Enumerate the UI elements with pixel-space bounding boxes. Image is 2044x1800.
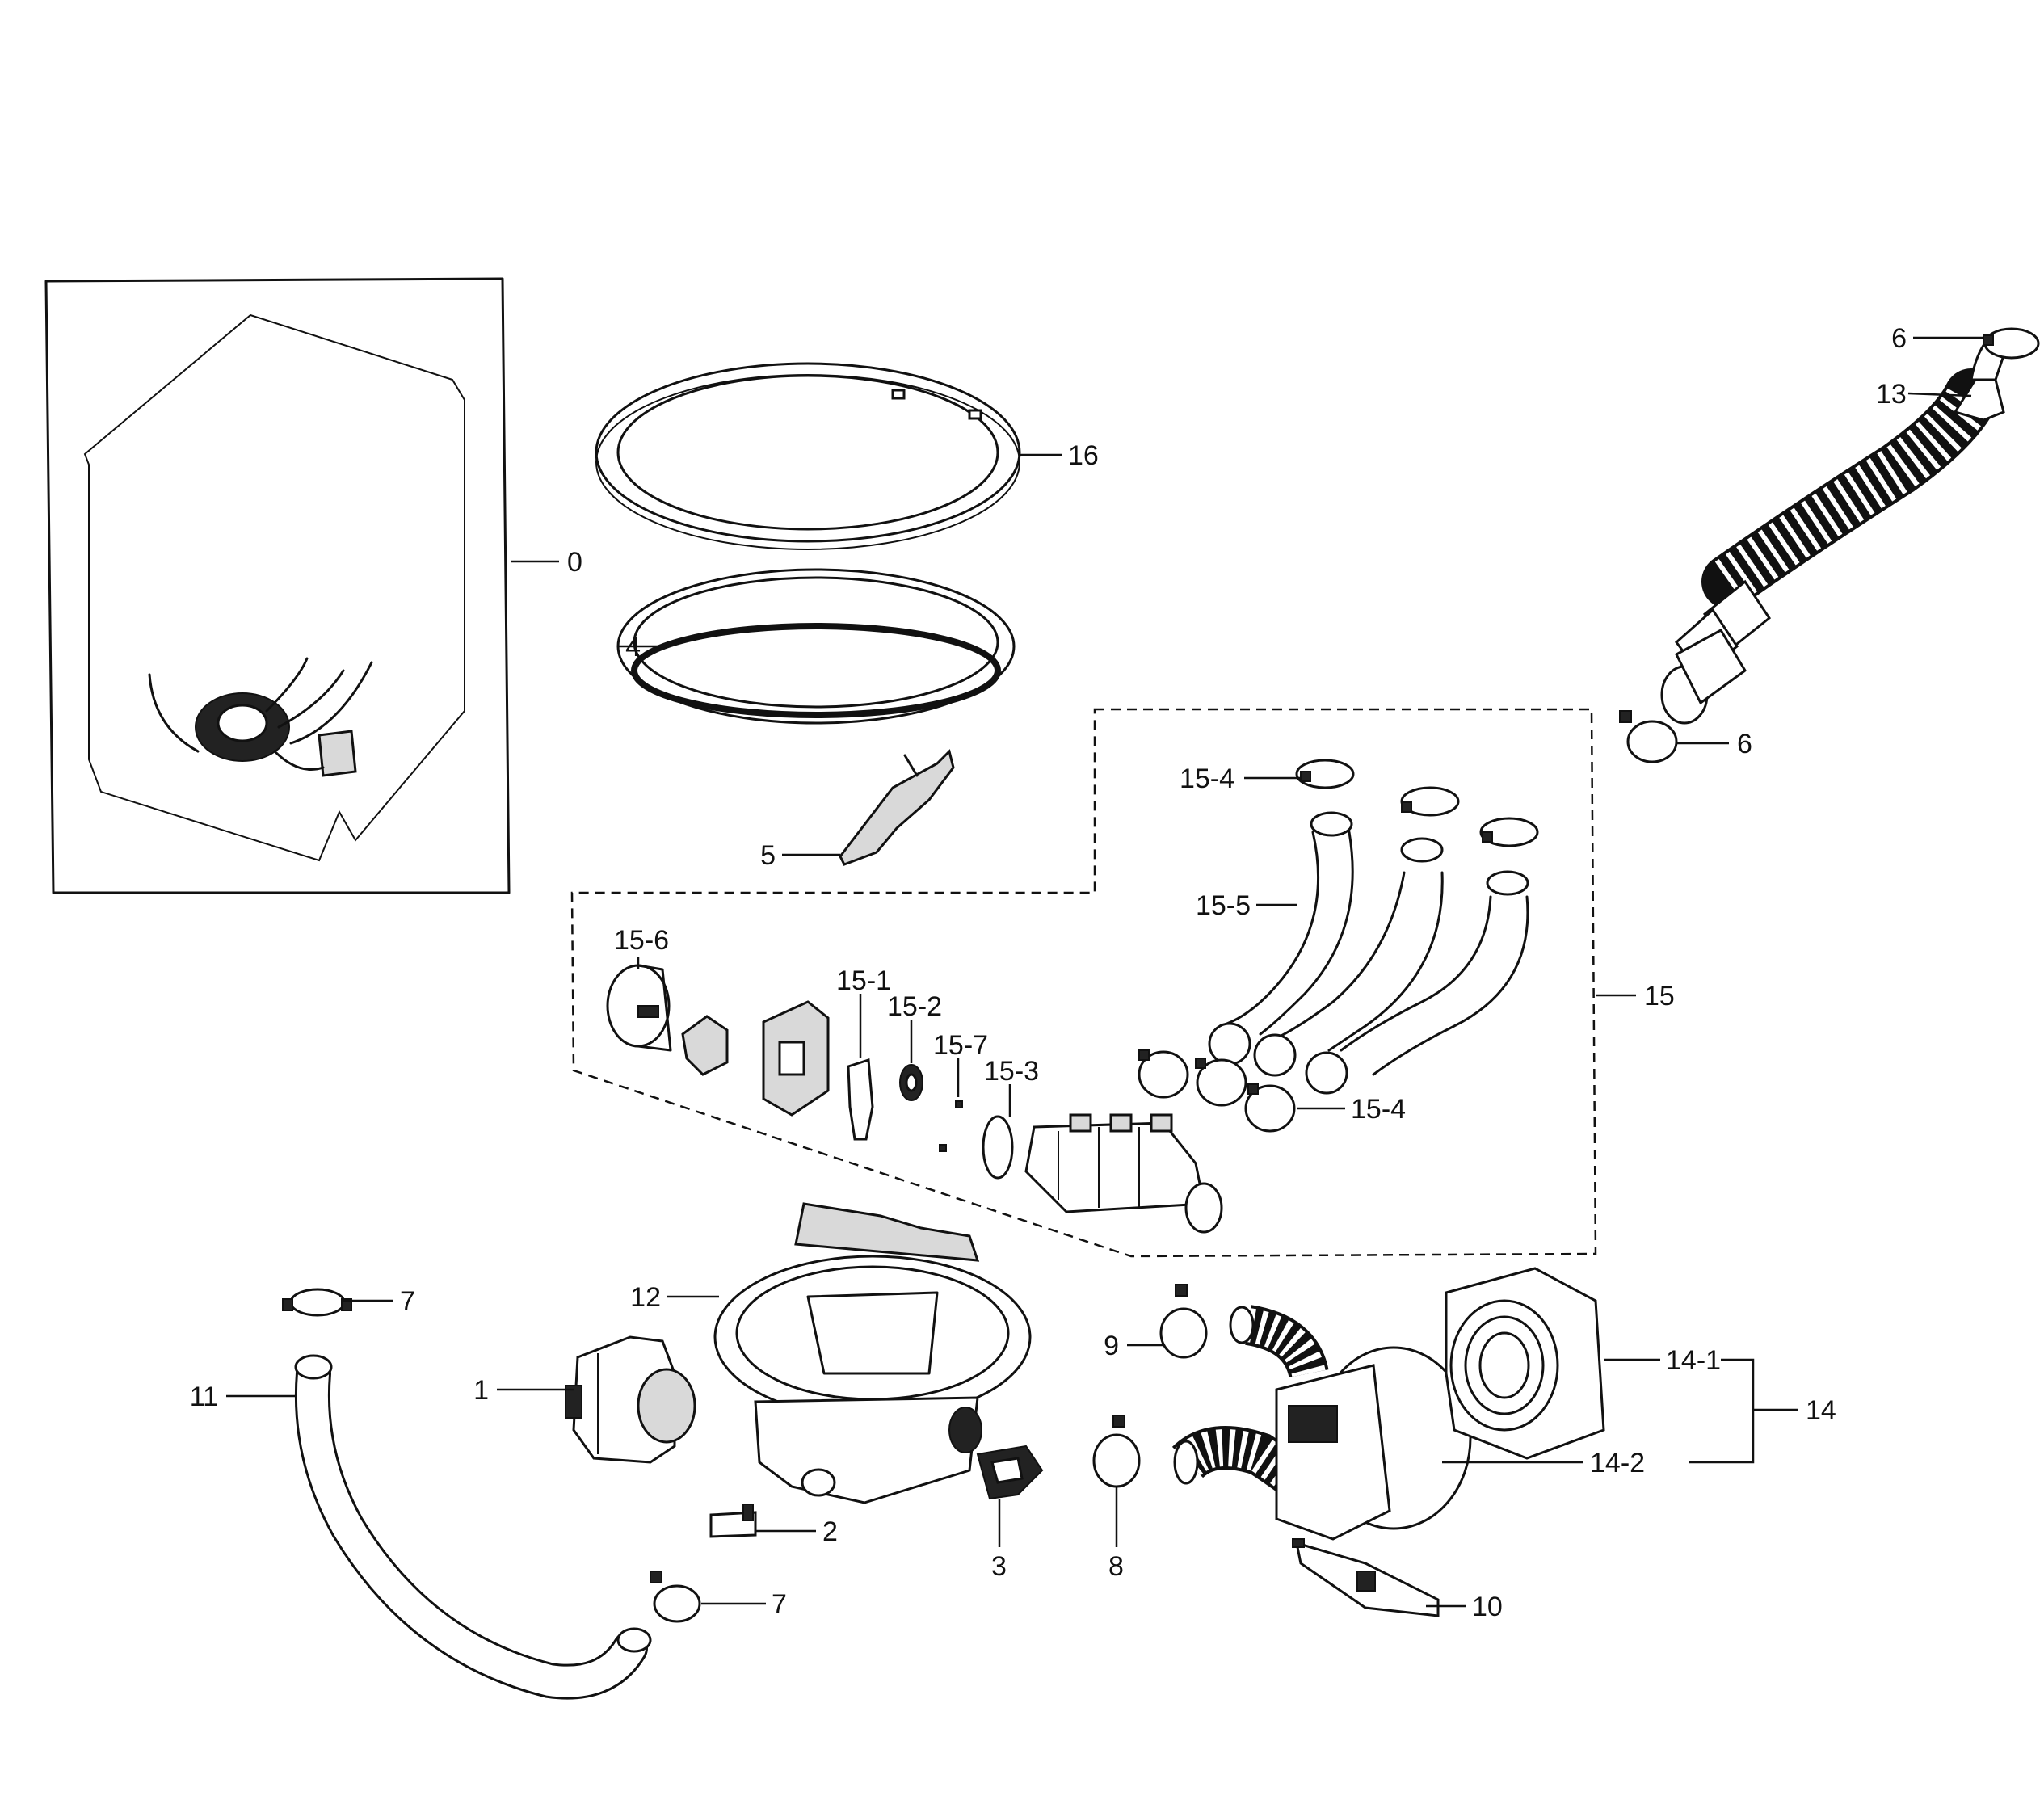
part-14-1-motor-housing [1445,1267,1605,1460]
part-12-sump [713,1202,1032,1504]
pump-assembly-icon [148,657,373,777]
part-15-6-cap [606,964,672,1052]
label-15-5: 15-5 [1196,890,1251,921]
leader-13 [1907,392,1972,397]
label-5: 5 [760,840,776,871]
part-15-diverter-components [681,1000,830,1117]
part-1-motor [565,1335,696,1464]
label-8: 8 [1108,1551,1124,1582]
label-0: 0 [567,547,582,578]
label-1: 1 [473,1375,489,1406]
part-10-bracket [1292,1538,1440,1617]
part-0-pump-assembly-box [44,277,511,894]
label-15-1: 15-1 [836,965,891,996]
label-15-6: 15-6 [614,925,669,956]
label-13: 13 [1876,379,1907,410]
part-16-ring [595,362,1021,550]
label-6b: 6 [1737,729,1752,759]
part-6-clamp-bottom [1619,710,1678,763]
label-10: 10 [1472,1592,1503,1622]
label-14-2: 14-2 [1590,1448,1645,1478]
part-4-gasket [616,568,1016,725]
label-4: 4 [625,632,641,662]
label-15-3: 15-3 [984,1056,1039,1087]
label-11: 11 [190,1382,218,1412]
group-15-boundary [570,708,1597,1258]
part-15-7-screws [939,1100,963,1152]
label-6a: 6 [1891,323,1907,354]
part-8-clamp [1092,1415,1141,1488]
label-14: 14 [1806,1395,1836,1426]
label-15-2: 15-2 [887,991,942,1022]
part-15-2-seal [899,1064,923,1101]
label-15-7: 15-7 [933,1030,988,1061]
part-15-4-clamps-top [1295,759,1539,847]
label-7a: 7 [400,1286,415,1317]
part-15-manifold [1024,1113,1223,1234]
part-7-clamp-bottom [650,1571,701,1623]
part-6-clamp-top [1983,327,2040,360]
part-7-clamp-top [282,1288,352,1317]
part-15-1-switch [847,1058,874,1141]
bracket-14 [1689,1358,1755,1464]
part-2-sensor [709,1504,757,1538]
part-14-2-pump [1171,1305,1472,1541]
part-3-valve [976,1445,1044,1500]
label-14-1: 14-1 [1666,1345,1721,1376]
part-9-clamp [1159,1284,1208,1359]
part-5-bracket [839,749,955,866]
label-9: 9 [1104,1331,1119,1361]
label-15-4a: 15-4 [1180,763,1234,794]
part-13-drain-hose [1660,338,2009,725]
label-2: 2 [822,1516,838,1547]
part-11-hose [294,1354,652,1700]
part-15-4-clamps-bottom [1138,1049,1296,1133]
part-15-3-o-ring [982,1115,1014,1180]
label-3: 3 [991,1551,1007,1582]
label-7b: 7 [772,1589,787,1620]
label-15-4b: 15-4 [1351,1094,1406,1125]
label-16: 16 [1068,440,1099,471]
label-12: 12 [630,1282,661,1313]
part-15-5-hoses [1208,811,1529,1095]
label-15: 15 [1644,981,1675,1011]
